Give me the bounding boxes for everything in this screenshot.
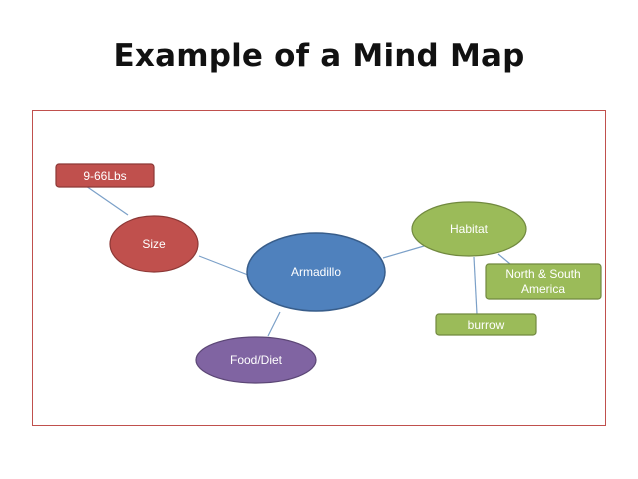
diagram-frame bbox=[32, 110, 606, 426]
node-weight-label: 9-66Lbs bbox=[83, 169, 126, 183]
connector-center-diet bbox=[267, 311, 281, 337]
connector-habitat-burrow bbox=[473, 256, 478, 315]
node-burrow-label: burrow bbox=[468, 318, 505, 332]
node-region: North & South America bbox=[485, 263, 602, 300]
node-habitat-label: Habitat bbox=[450, 222, 489, 236]
connectors bbox=[85, 185, 511, 337]
node-size: Size bbox=[109, 215, 199, 273]
node-diet: Food/Diet bbox=[195, 336, 317, 384]
node-diet-label: Food/Diet bbox=[230, 353, 283, 367]
node-burrow: burrow bbox=[435, 313, 537, 336]
connector-habitat-region bbox=[497, 253, 511, 265]
connector-size-center bbox=[198, 255, 249, 276]
connector-center-habitat bbox=[382, 245, 425, 259]
node-center: Armadillo bbox=[246, 232, 386, 312]
node-region-label-line2: America bbox=[521, 282, 565, 296]
connector-weight-size bbox=[85, 185, 129, 216]
page-title: Example of a Mind Map bbox=[113, 38, 525, 74]
node-region-label-line1: North & South bbox=[505, 267, 580, 281]
node-weight: 9-66Lbs bbox=[55, 163, 155, 188]
node-size-label: Size bbox=[142, 237, 166, 251]
node-habitat: Habitat bbox=[411, 201, 527, 257]
node-center-label: Armadillo bbox=[291, 265, 341, 279]
